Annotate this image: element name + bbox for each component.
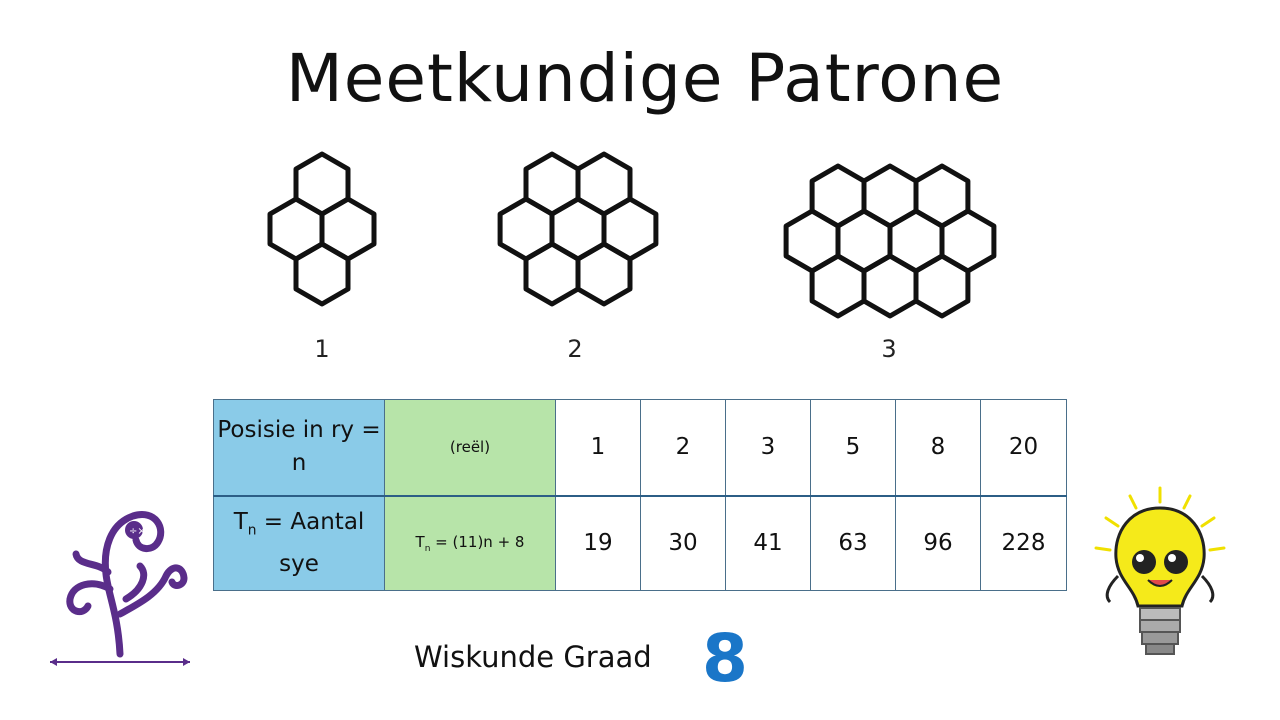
hexagon-cell [575,241,633,307]
figure-label-1: 1 [314,335,330,363]
formula-subscript: n [424,543,431,554]
formula-cell: Tn = (11)n + 8 [384,494,556,591]
sides-value: 63 [810,494,896,591]
pattern-table: Posisie in ry = n (reël) 1 2 3 5 8 20 Tn… [213,399,1067,591]
formula-label-cell: (reël) [384,399,556,496]
hexagon-cell [809,253,867,319]
term-symbol: T [233,508,248,535]
wiskunde-tree-logo: ÷× [50,511,190,666]
page-title: Meetkundige Patrone [285,40,1005,117]
formula-text: = (11)n + 8 [430,532,525,551]
table-row-sides: Tn = Aantal sye Tn = (11)n + 8 19 30 41 … [213,494,1067,591]
figure-label-2: 2 [567,335,583,363]
sides-header-cell: Tn = Aantal sye [213,494,385,591]
position-header-cell: Posisie in ry = n [213,399,385,496]
lightbulb-mascot-icon [1094,486,1226,655]
grade-number: 8 [702,620,748,697]
position-value: 2 [640,399,726,496]
position-value: 20 [980,399,1067,496]
sides-value: 228 [980,494,1067,591]
sides-value: 96 [895,494,981,591]
hexagon-pattern-figures [267,151,997,319]
position-value: 5 [810,399,896,496]
figure-label-3: 3 [881,335,897,363]
hexagon-cell [861,253,919,319]
formula-symbol: T [415,532,425,551]
sides-value: 19 [555,494,641,591]
hexagon-cell [523,241,581,307]
position-value: 3 [725,399,811,496]
term-subscript: n [247,522,257,539]
position-value: 1 [555,399,641,496]
footer-subject: Wiskunde Graad [414,640,652,674]
svg-text:÷×: ÷× [129,526,146,537]
sides-value: 30 [640,494,726,591]
sides-header-text: = Aantal sye [256,508,365,577]
sides-value: 41 [725,494,811,591]
hexagon-cell [913,253,971,319]
position-value: 8 [895,399,981,496]
table-row-position: Posisie in ry = n (reël) 1 2 3 5 8 20 [213,399,1067,496]
hexagon-cell [293,241,351,307]
hexagon-cells [267,151,997,319]
